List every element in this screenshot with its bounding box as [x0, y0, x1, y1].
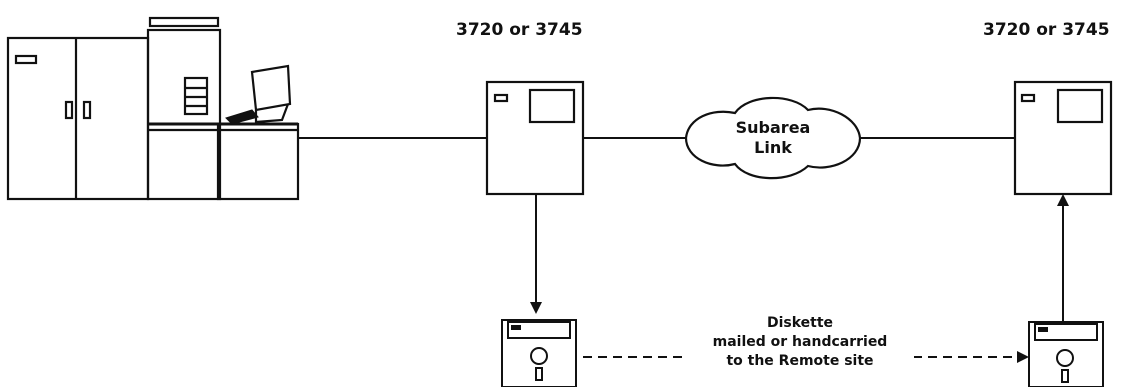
- diskette-transfer-label-line2: mailed or handcarried: [686, 333, 914, 352]
- diskette-transfer-label-line3: to the Remote site: [686, 352, 914, 371]
- subarea-link-label-line2: Link: [716, 138, 830, 158]
- diskette-left-icon: [502, 320, 576, 387]
- host-mainframe-icon: [8, 18, 298, 199]
- diskette-transfer-label: Diskette mailed or handcarried to the Re…: [686, 314, 914, 371]
- diskette-right-icon: [1029, 322, 1103, 387]
- subarea-link-label: Subarea Link: [716, 118, 830, 158]
- diskette-transfer-label-line1: Diskette: [686, 314, 914, 333]
- subarea-link-label-line1: Subarea: [716, 118, 830, 138]
- fep-left-icon: [487, 82, 583, 194]
- fep-right-label: 3720 or 3745: [983, 20, 1110, 40]
- fep-right-icon: [1015, 82, 1111, 194]
- fep-left-label: 3720 or 3745: [456, 20, 583, 40]
